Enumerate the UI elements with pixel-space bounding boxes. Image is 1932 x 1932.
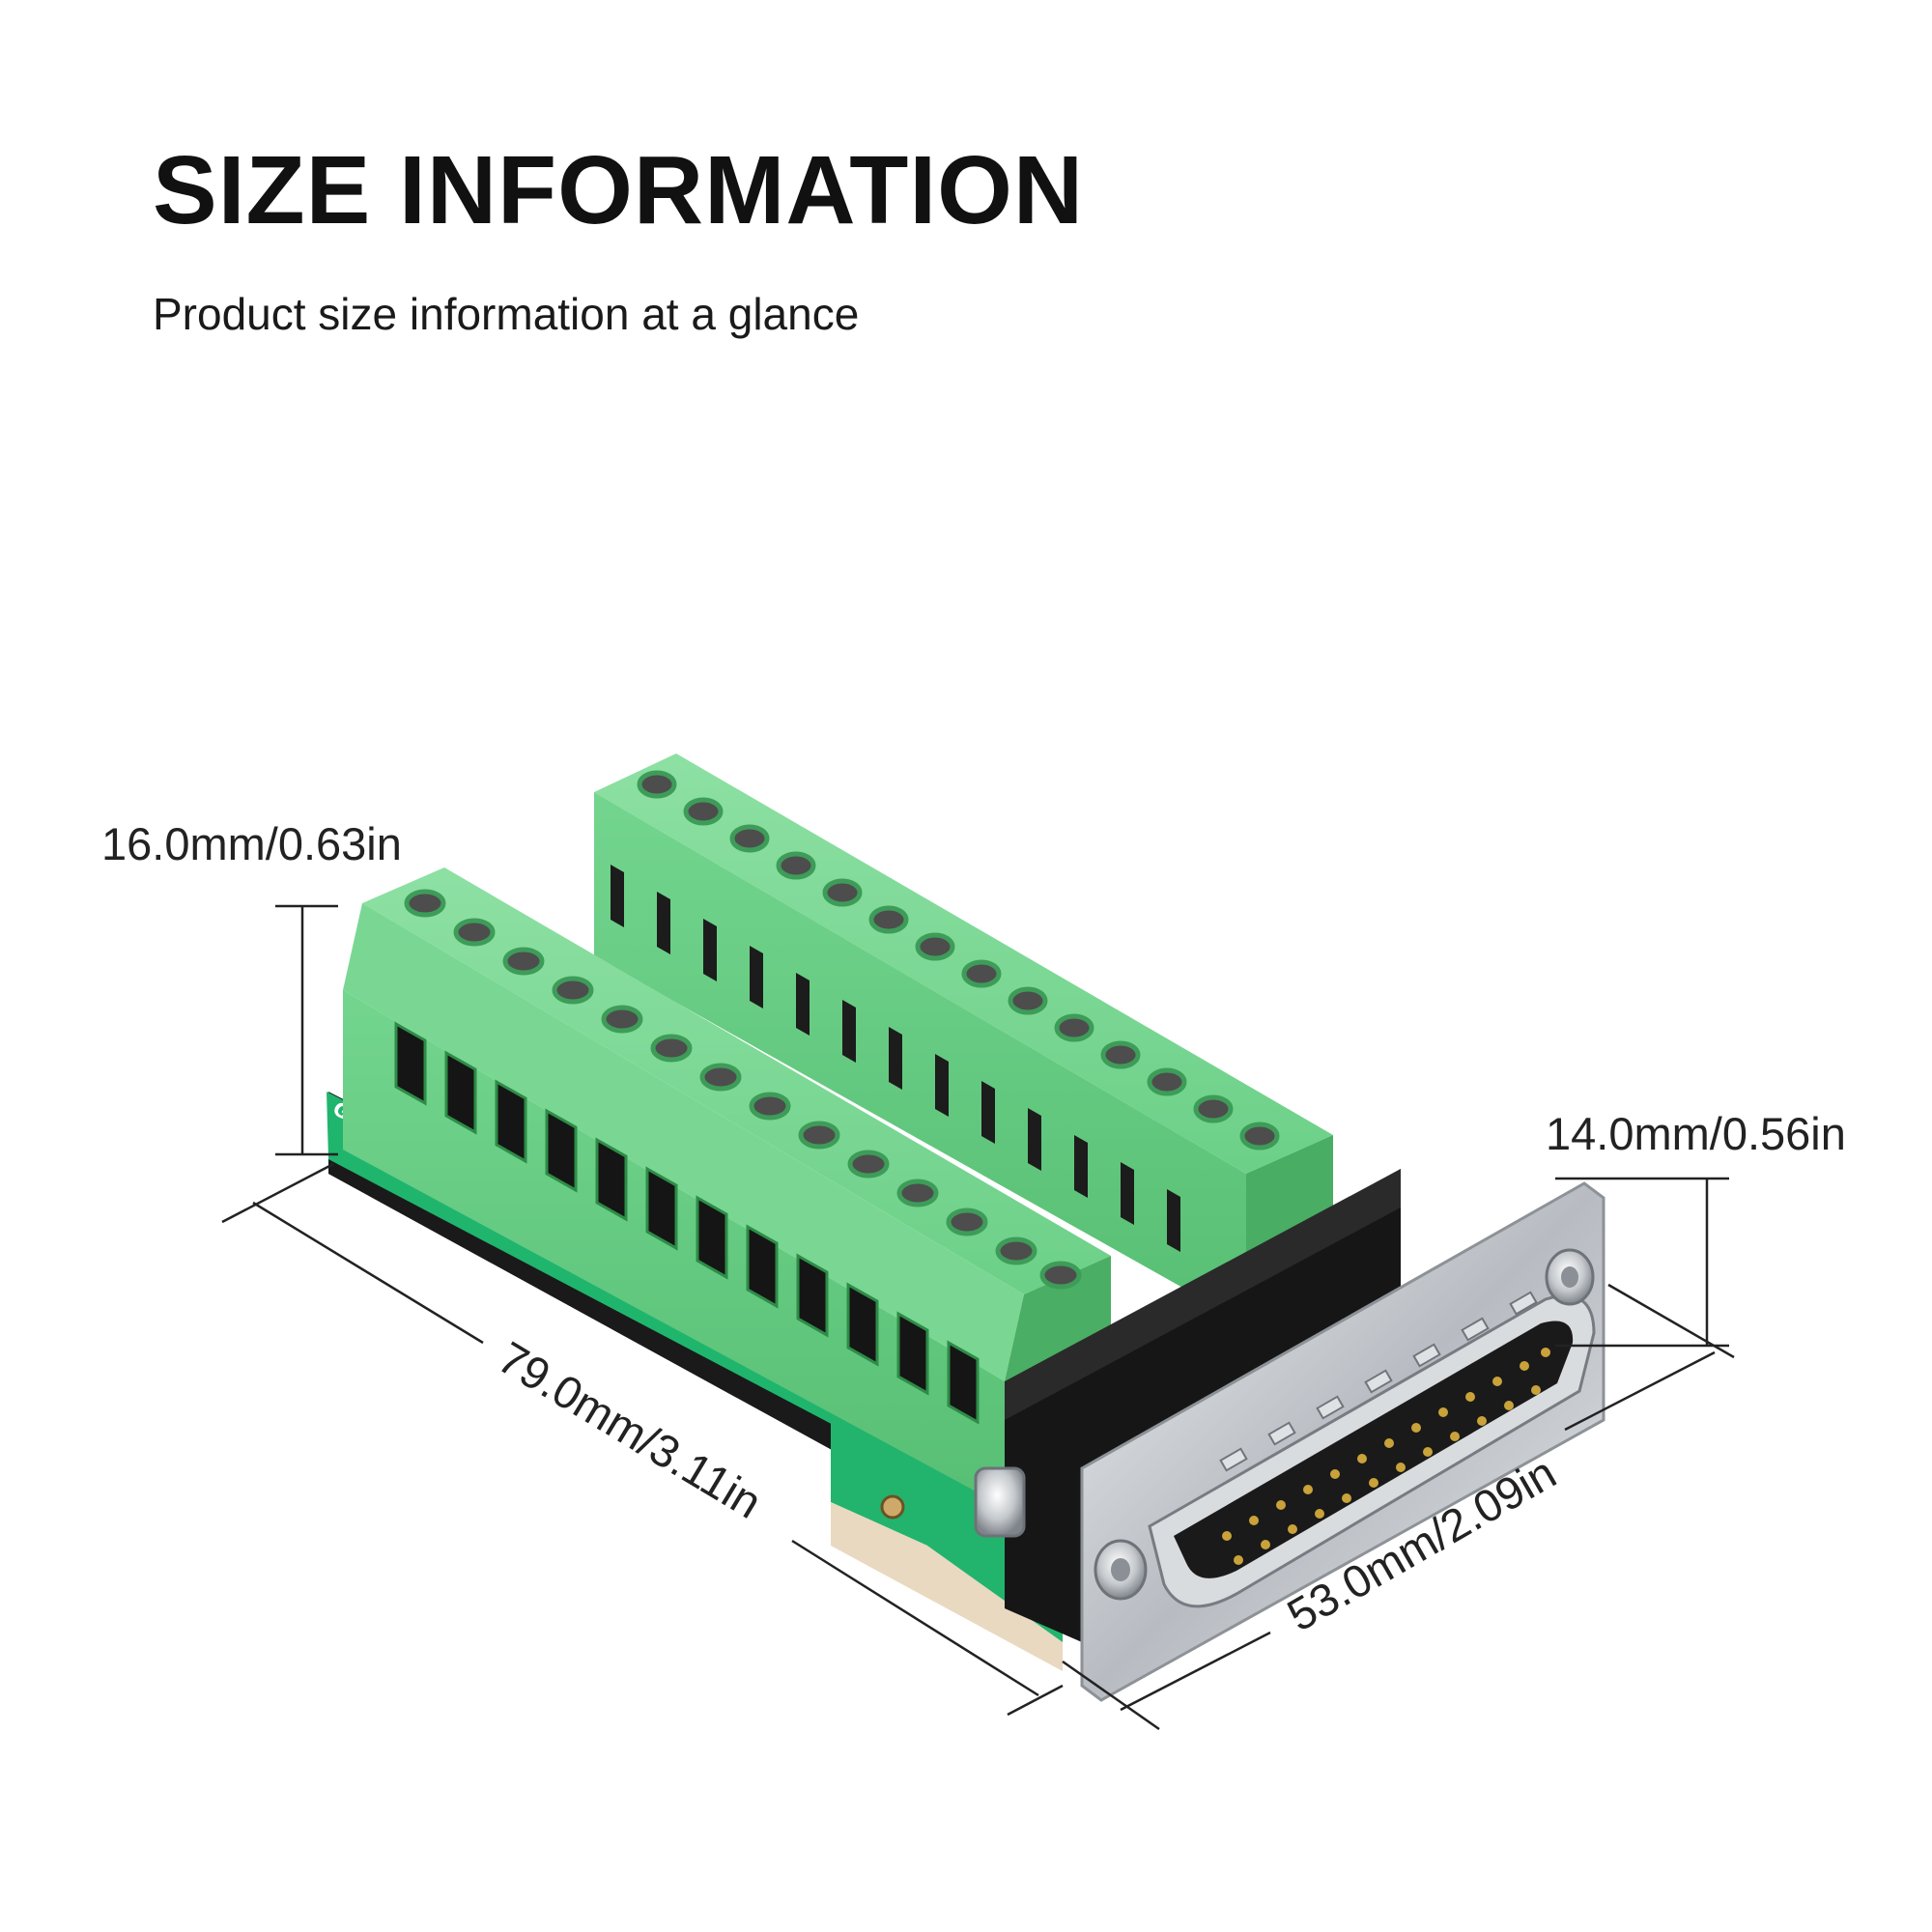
screw-bracket [974, 1466, 1026, 1538]
pin-sleeves [1219, 1291, 1538, 1472]
front-screw-holes [404, 889, 1082, 1290]
back-wire-slots [611, 865, 1180, 1252]
page-title: SIZE INFORMATION [153, 136, 1085, 244]
screw-left [1094, 1539, 1148, 1601]
back-terminal-block [594, 753, 1333, 1323]
dimension-lines [221, 904, 1735, 1731]
gold-pins [1222, 1348, 1550, 1565]
back-screw-holes [637, 770, 1280, 1151]
db25-connector [974, 1169, 1605, 1702]
front-wire-slots [394, 1021, 980, 1425]
dim-label-height: 16.0mm/0.63in [101, 818, 402, 869]
screw-right [1545, 1248, 1595, 1306]
dim-label-connector-height: 14.0mm/0.56in [1546, 1108, 1846, 1159]
page-subtitle: Product size information at a glance [153, 289, 860, 339]
